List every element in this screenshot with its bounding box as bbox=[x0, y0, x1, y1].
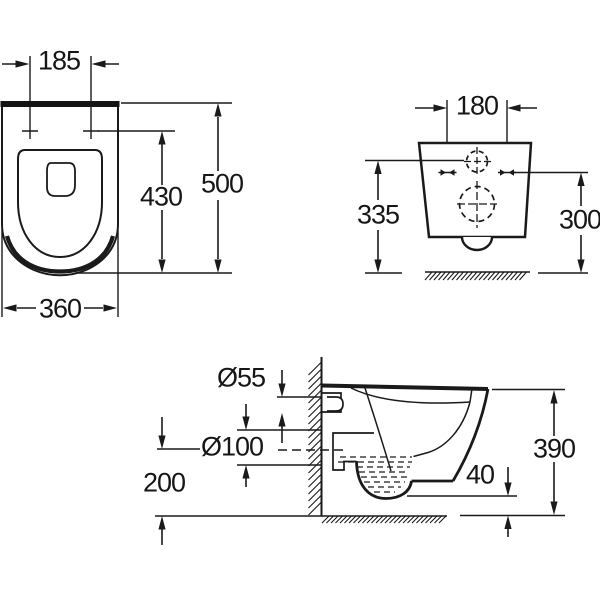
arrowheads-360 bbox=[3, 304, 117, 312]
extension-lines-360 bbox=[1, 230, 119, 317]
floor-hatch bbox=[321, 515, 447, 524]
dim-label-d55: Ø55 bbox=[216, 362, 266, 393]
dim-label-360: 360 bbox=[38, 293, 82, 324]
wall-hatch bbox=[308, 361, 322, 516]
front-face bbox=[451, 388, 490, 482]
bowl-outline bbox=[1, 107, 119, 277]
flush-hole bbox=[46, 162, 76, 197]
arrowheads-100 bbox=[242, 416, 250, 479]
top-view bbox=[0, 56, 232, 317]
rim-front-edge bbox=[469, 388, 473, 403]
dim-label-430: 430 bbox=[139, 181, 183, 212]
dim-label-500: 500 bbox=[200, 168, 244, 199]
reference-lines bbox=[237, 388, 565, 497]
bowl-front-edge bbox=[4, 235, 116, 274]
dim-label-300: 300 bbox=[558, 204, 600, 235]
dim-label-200: 200 bbox=[142, 467, 186, 498]
dim-label-180: 180 bbox=[455, 90, 499, 121]
dim-label-40: 40 bbox=[465, 459, 495, 490]
arrowheads-40 bbox=[504, 482, 512, 529]
water-level-dashes bbox=[338, 456, 412, 493]
arrowheads-390 bbox=[550, 390, 558, 515]
reference-lines bbox=[365, 159, 588, 274]
trap-bowl bbox=[355, 460, 413, 500]
top-surface bbox=[321, 383, 489, 391]
ground-hatch bbox=[424, 271, 527, 281]
reference-lines bbox=[75, 102, 232, 274]
tank-outline bbox=[417, 141, 533, 239]
bowl-back-slope bbox=[364, 387, 392, 472]
inlet-socket-lip bbox=[327, 396, 344, 412]
arrowheads-55 bbox=[278, 383, 286, 427]
extension-lines bbox=[29, 56, 92, 139]
cistern-edge-bar bbox=[0, 101, 120, 107]
rear-view bbox=[365, 100, 588, 281]
dim-label-390: 390 bbox=[532, 433, 576, 464]
bowl-interior-curve bbox=[413, 401, 471, 458]
drain-bump bbox=[460, 236, 494, 252]
rim-inner-line bbox=[350, 387, 471, 404]
dim-label-335: 335 bbox=[356, 199, 400, 230]
outlet-pipe bbox=[332, 432, 374, 471]
dim-label-185: 185 bbox=[37, 45, 81, 76]
dim-label-d100: Ø100 bbox=[200, 431, 264, 462]
arrowheads-335 bbox=[374, 160, 382, 273]
seat-inner-rim bbox=[17, 149, 103, 259]
outlet-centerlines bbox=[457, 181, 497, 228]
side-view bbox=[155, 357, 565, 545]
inlet-centerlines bbox=[464, 147, 491, 176]
